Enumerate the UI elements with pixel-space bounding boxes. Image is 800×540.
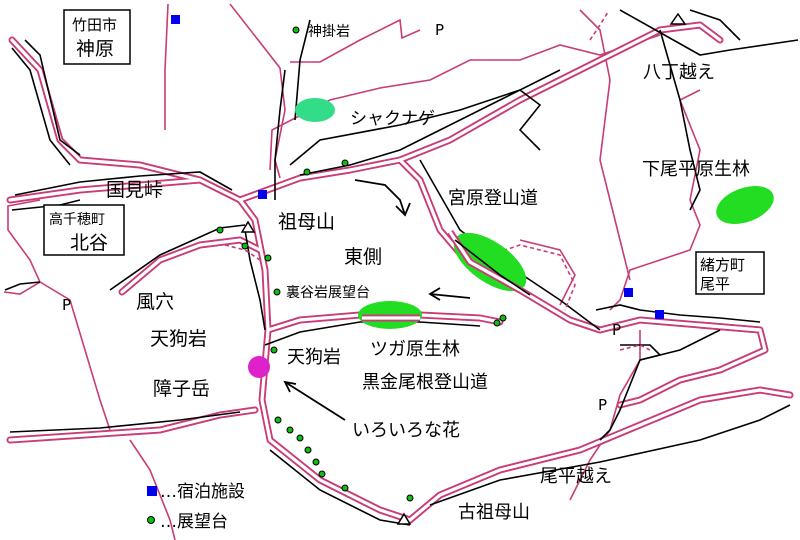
viewpoint-dot	[273, 288, 281, 296]
road-overlay	[362, 230, 531, 322]
legend-viewpoint-label: …展望台	[160, 512, 228, 532]
label-kanbaru: 神原	[76, 38, 114, 60]
label-ogata-town: 緒方町	[700, 256, 745, 274]
arrow-kurogane	[429, 293, 471, 299]
viewpoint-dot	[318, 470, 326, 478]
viewpoint-dot	[312, 458, 320, 466]
dashed-trails	[224, 11, 651, 351]
shakunage-area	[295, 98, 335, 122]
viewpoint-dot	[341, 159, 349, 167]
label-east-side: 東側	[344, 246, 382, 268]
label-kurogane-trail: 黒金尾根登山道	[362, 372, 488, 393]
lodging-square	[655, 310, 664, 319]
label-tengu-rock: 天狗岩	[287, 347, 341, 368]
viewpoint-dot	[303, 168, 311, 176]
viewpoint-dot	[292, 26, 300, 34]
summits	[240, 12, 687, 525]
label-miyahara-trail: 宮原登山道	[448, 188, 538, 209]
black-trails	[4, 9, 799, 526]
label-kunimi-pass: 国見峠	[106, 179, 163, 201]
label-tsuga-forest: ツガ原生林	[370, 339, 460, 360]
viewpoint-dot	[241, 242, 249, 250]
parking-marker: P	[612, 321, 621, 339]
lodging-square	[258, 190, 267, 199]
label-uratani-view: 裏谷岩展望台	[286, 284, 370, 301]
place-labels: 神掛岩 シャクナゲ 八丁越え 下尾平原生林 国見峠 宮原登山道 祖母山 東側 裏…	[106, 24, 750, 523]
legend-viewpoint-icon	[147, 516, 155, 524]
shimo-obira-forest-area	[716, 186, 774, 224]
viewpoint-dot	[274, 416, 282, 424]
label-furu-sobosan: 古祖母山	[458, 502, 530, 523]
arrow-miyahara	[354, 179, 406, 216]
viewpoint-dot	[286, 426, 294, 434]
label-takachiho-town: 高千穂町	[49, 211, 105, 228]
label-kitadani: 北谷	[70, 232, 108, 254]
hatcho-summit-icon	[669, 12, 687, 25]
parking-marker: P	[62, 296, 71, 314]
label-shoji-peak: 障子岳	[153, 378, 210, 400]
miyahara-forest-area	[453, 232, 527, 292]
label-sobosan: 祖母山	[278, 211, 335, 233]
viewpoint-dot	[304, 446, 312, 454]
label-kamikake-rock: 神掛岩	[308, 24, 350, 40]
arrow-flowers	[284, 381, 346, 421]
label-shakunage: シャクナゲ	[350, 109, 435, 129]
legend-lodging-icon	[147, 486, 157, 496]
vegetation	[248, 98, 774, 378]
label-takeda-city: 竹田市	[72, 16, 117, 34]
parking-markers: P P P P	[62, 21, 621, 414]
furu-sobosan-summit-icon	[396, 512, 412, 525]
lodging-square	[624, 288, 633, 297]
direction-arrows	[283, 179, 471, 421]
label-shimo-obira-forest: 下尾平原生林	[642, 159, 750, 180]
viewpoint-dot	[341, 484, 349, 492]
lodging-square	[171, 15, 180, 24]
viewpoint-dot	[296, 434, 304, 442]
viewpoint-dot	[406, 494, 414, 502]
label-various-flowers: いろいろな花	[352, 420, 460, 441]
parking-marker: P	[598, 396, 607, 414]
label-obira-pass: 尾平越え	[540, 466, 612, 487]
lodging-facilities	[171, 15, 664, 319]
legend-lodging-label: …宿泊施設	[160, 482, 245, 502]
label-tengu-rock-west: 天狗岩	[150, 328, 207, 350]
legend: …宿泊施設 …展望台	[147, 482, 245, 532]
flower-spot	[248, 356, 270, 378]
viewpoint-dot	[270, 346, 278, 354]
viewpoint-dot	[216, 226, 224, 234]
viewpoint-dot	[264, 254, 272, 262]
boundary-lines	[3, 3, 701, 540]
double-roads	[6, 21, 794, 524]
label-fuketsu: 風穴	[136, 291, 174, 313]
viewpoint-dot	[499, 314, 507, 322]
parking-marker: P	[435, 21, 444, 39]
label-hatcho-pass: 八丁越え	[643, 62, 715, 83]
boxed-labels: 竹田市 神原 高千穂町 北谷 緒方町 尾平	[43, 9, 765, 295]
viewpoints	[216, 26, 507, 502]
viewpoint-dot	[493, 319, 501, 327]
label-obira: 尾平	[700, 275, 730, 293]
sobosan-summit-icon	[240, 220, 256, 233]
